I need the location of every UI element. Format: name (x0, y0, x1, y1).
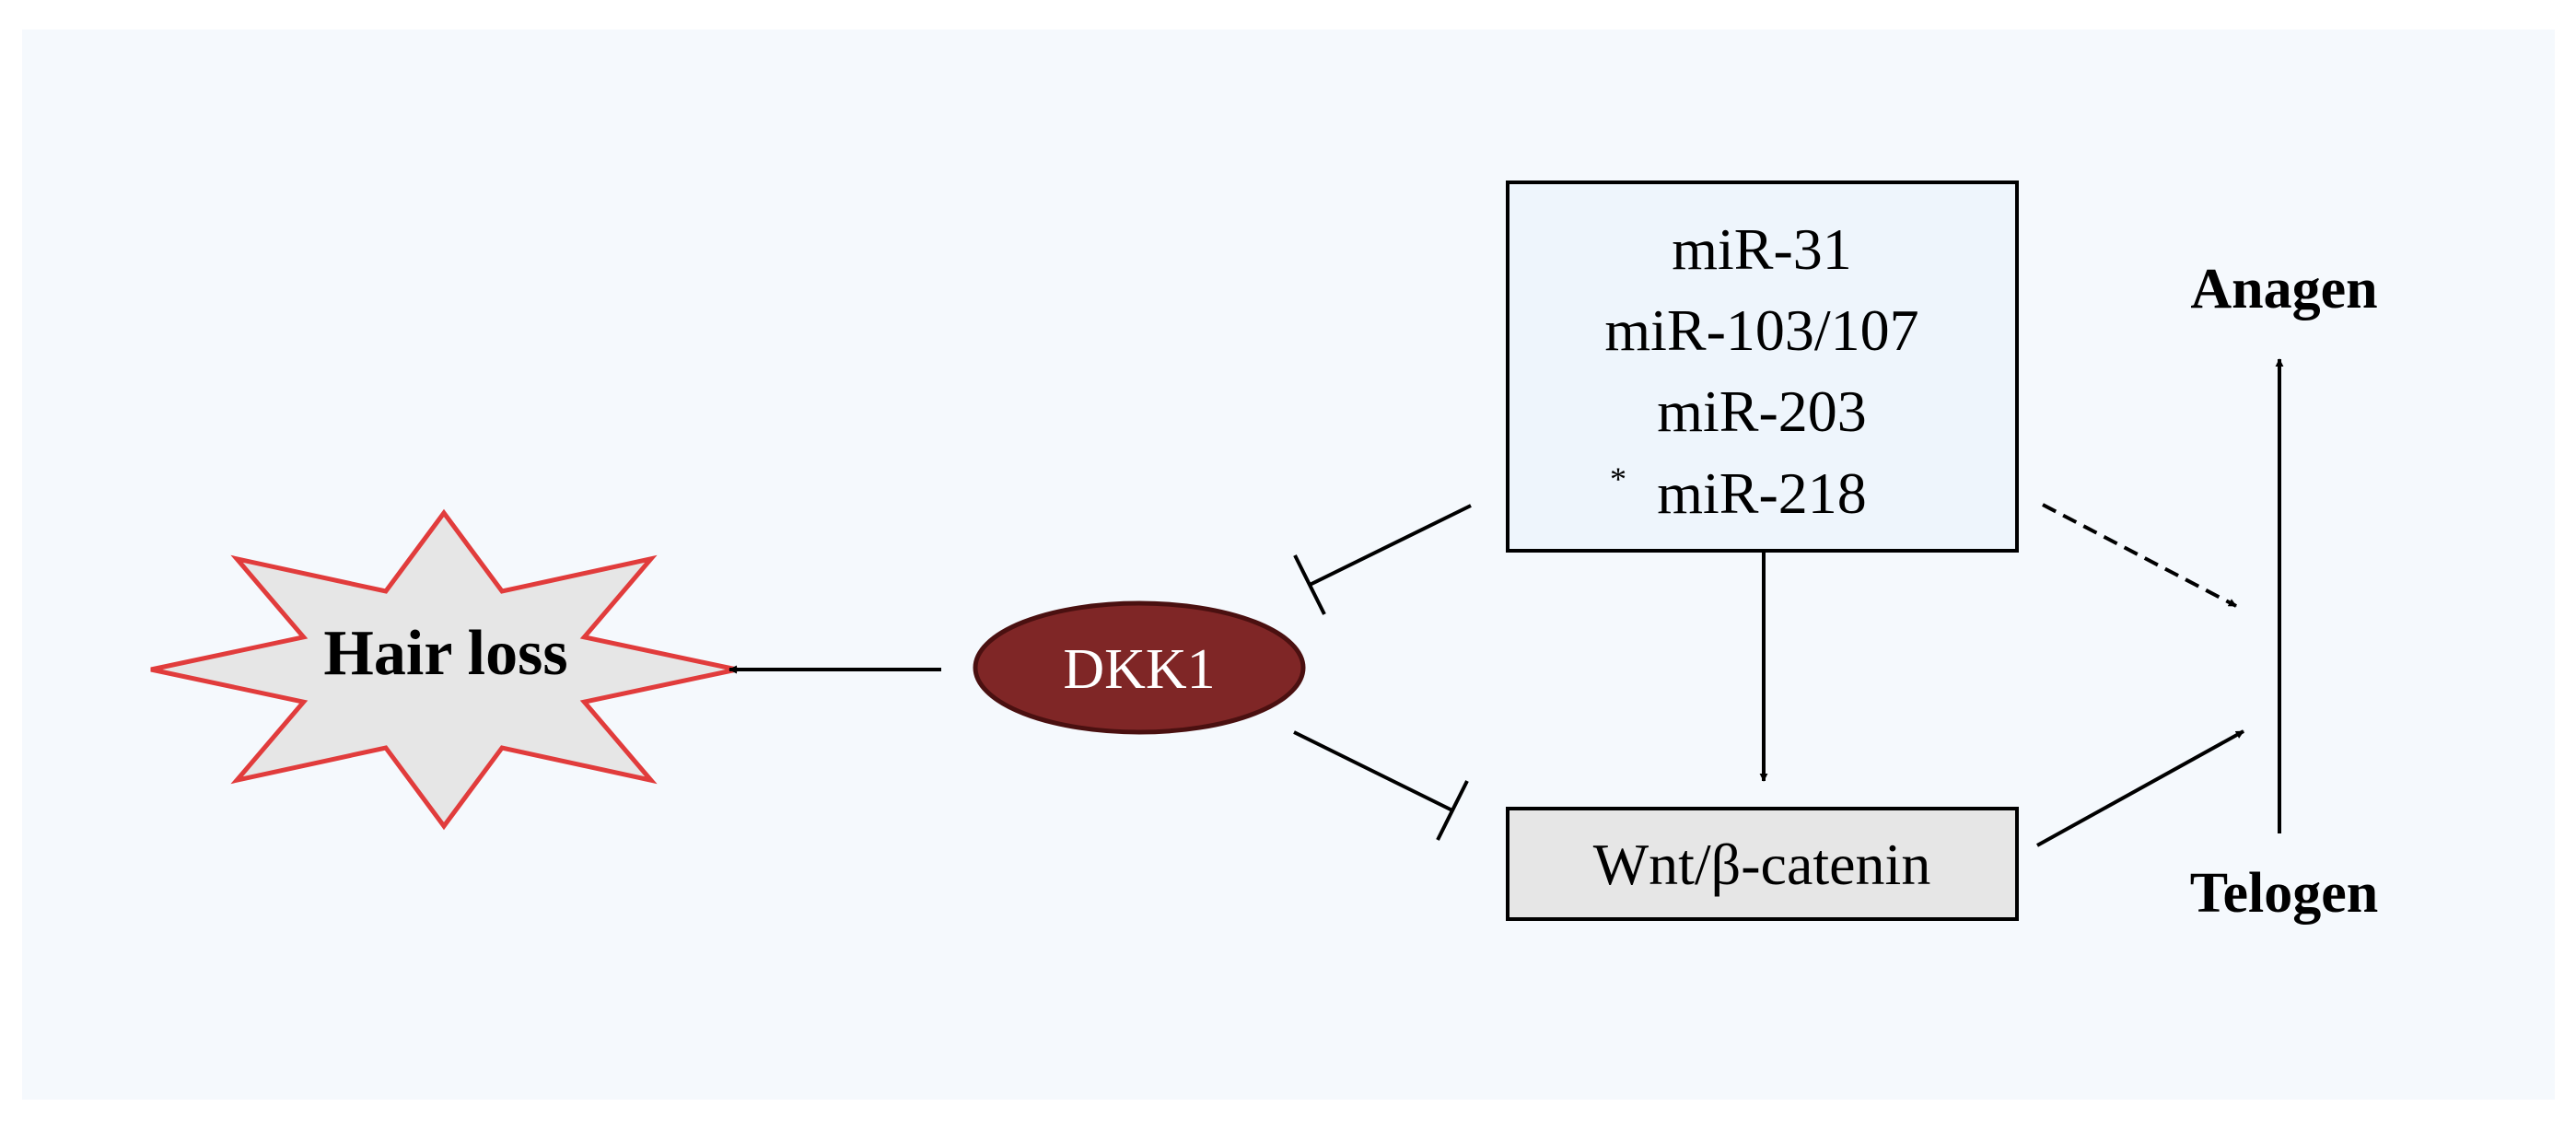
diagram-panel (22, 29, 2555, 1100)
anagen-label: Anagen (2190, 258, 2377, 320)
arrow-wnt-to-cycle (2036, 729, 2244, 847)
inhibit-dkk1-to-wnt-bar (1436, 780, 1469, 841)
mirna-footnote-marker: * (1610, 460, 1626, 497)
mirna-box (1506, 181, 2019, 553)
mirna-line-1: miR-31 (1672, 216, 1852, 282)
mirna-line-3: miR-203 (1657, 379, 1867, 444)
inhibit-mirna-to-dkk1-bar (1293, 554, 1326, 615)
dkk1-label: DKK1 (1063, 638, 1215, 701)
dashed-arrow-mirna-to-cycle (2042, 503, 2237, 608)
mirna-line-4: miR-218 (1657, 460, 1867, 526)
hair-loss-label: Hair loss (323, 618, 567, 689)
inhibit-dkk1-to-wnt (1293, 730, 1453, 812)
wnt-label: Wnt/β-catenin (1593, 832, 1931, 897)
mirna-line-2: miR-103/107 (1604, 297, 1918, 363)
dkk1-node (973, 600, 1306, 735)
telogen-label: Telogen (2190, 862, 2378, 925)
wnt-box (1506, 807, 2019, 921)
inhibit-mirna-to-dkk1 (1309, 504, 1472, 587)
hair-loss-starburst (150, 508, 738, 831)
